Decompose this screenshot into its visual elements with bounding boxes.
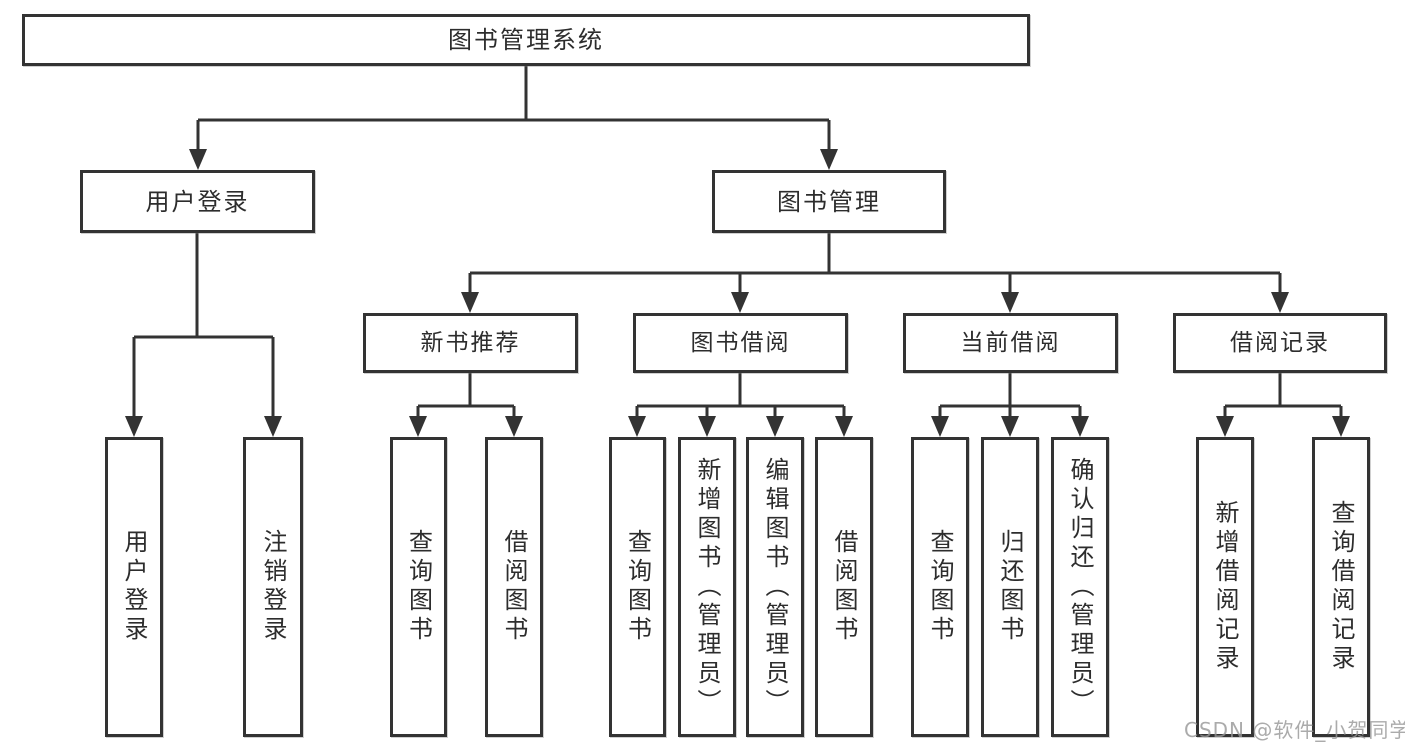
- node-leaf-borrow-books-recommend-label: 借阅图书: [500, 529, 528, 645]
- node-book-borrow-label: 图书借阅: [690, 329, 791, 356]
- node-leaf-query-books-borrow: 查询图书: [609, 437, 666, 737]
- node-leaf-query-books-recommend-label: 查询图书: [404, 529, 433, 645]
- node-current-borrow-label: 当前借阅: [960, 329, 1061, 356]
- node-leaf-logout-label: 注销登录: [259, 529, 287, 645]
- watermark: CSDN @软件_小贺同学: [1184, 718, 1405, 742]
- node-leaf-add-book-admin: 新增图书（管理员）: [678, 437, 736, 737]
- node-leaf-add-borrow-record: 新增借阅记录: [1196, 437, 1254, 737]
- node-user-login-branch: 用户登录: [80, 170, 315, 233]
- node-root: 图书管理系统: [22, 14, 1030, 66]
- node-leaf-user-login-label: 用户登录: [120, 529, 148, 645]
- node-leaf-user-login: 用户登录: [105, 437, 163, 737]
- node-leaf-query-books-current: 查询图书: [911, 437, 969, 737]
- node-leaf-confirm-return-admin-label: 确认归还（管理员）: [1066, 456, 1094, 718]
- node-root-label: 图书管理系统: [448, 26, 604, 54]
- node-leaf-borrow-books-label: 借阅图书: [830, 529, 858, 645]
- node-new-book-recommend-label: 新书推荐: [420, 329, 521, 356]
- node-leaf-borrow-books-recommend: 借阅图书: [485, 437, 543, 737]
- node-leaf-edit-book-admin-label: 编辑图书（管理员）: [761, 456, 789, 718]
- node-leaf-query-books-recommend: 查询图书: [390, 437, 447, 737]
- node-leaf-add-book-admin-label: 新增图书（管理员）: [693, 456, 721, 718]
- node-borrow-records: 借阅记录: [1173, 313, 1387, 373]
- node-leaf-query-books-current-label: 查询图书: [926, 529, 954, 645]
- node-leaf-return-book-label: 归还图书: [996, 529, 1024, 645]
- node-leaf-logout: 注销登录: [243, 437, 303, 737]
- node-user-login-branch-label: 用户登录: [145, 187, 250, 216]
- node-leaf-confirm-return-admin: 确认归还（管理员）: [1051, 437, 1109, 737]
- node-leaf-add-borrow-record-label: 新增借阅记录: [1211, 500, 1239, 674]
- node-leaf-query-borrow-record-label: 查询借阅记录: [1327, 500, 1355, 674]
- node-leaf-query-borrow-record: 查询借阅记录: [1312, 437, 1370, 737]
- node-new-book-recommend: 新书推荐: [363, 313, 578, 373]
- node-book-management-label: 图书管理: [777, 187, 881, 216]
- node-book-management: 图书管理: [712, 170, 946, 233]
- node-current-borrow: 当前借阅: [903, 313, 1118, 373]
- node-borrow-records-label: 借阅记录: [1230, 329, 1330, 356]
- node-leaf-edit-book-admin: 编辑图书（管理员）: [746, 437, 804, 737]
- node-leaf-return-book: 归还图书: [981, 437, 1039, 737]
- node-leaf-borrow-books: 借阅图书: [815, 437, 873, 737]
- node-leaf-query-books-borrow-label: 查询图书: [623, 529, 652, 645]
- node-book-borrow: 图书借阅: [633, 313, 848, 373]
